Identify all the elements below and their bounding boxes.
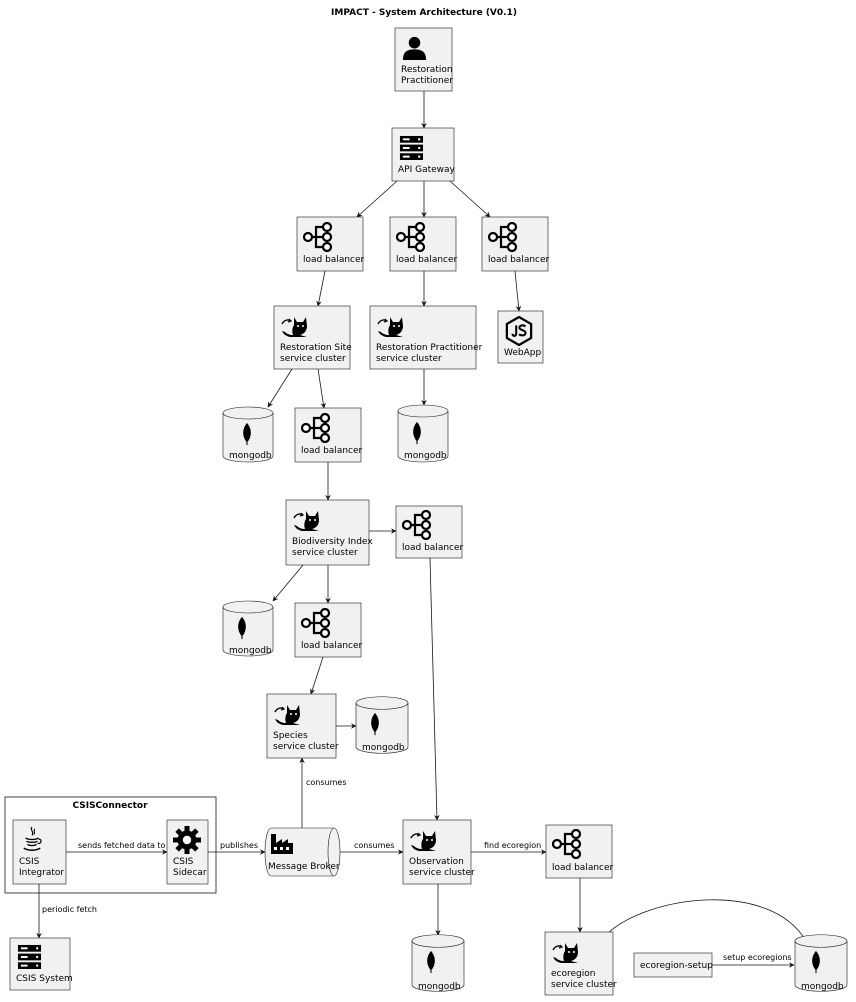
edge-lb3-to-webapp [514, 270, 522, 312]
node-label: mongodb [229, 451, 272, 461]
node-label: Observation [409, 857, 464, 867]
node-load-balancer-obs[interactable]: load balancer [545, 824, 614, 879]
node-label: Species [273, 731, 308, 741]
gear-icon [173, 826, 201, 854]
diagram-title: IMPACT - System Architecture (V0.1) [331, 8, 517, 18]
node-ecoregion-cluster[interactable]: ecoregion service cluster [544, 931, 617, 996]
node-label: Integrator [19, 868, 64, 878]
node-label: ecoregion [551, 969, 595, 979]
node-species-cluster[interactable]: Species service cluster [266, 693, 339, 759]
edge-lb1-to-site-cluster [316, 270, 326, 307]
csis-connector-label: CSISConnector [72, 801, 148, 811]
node-label: CSIS System [16, 974, 73, 984]
edge-gateway-to-lb1 [356, 180, 398, 218]
node-mongodb-bio[interactable]: mongodb [222, 600, 274, 657]
edge-label-consumes-species: consumes [306, 778, 346, 787]
node-restoration-site-cluster[interactable]: Restoration Site service cluster [273, 305, 352, 370]
edge-site-cluster-to-mongodb [267, 368, 293, 408]
node-label: service cluster [409, 868, 475, 878]
node-label: load balancer [488, 255, 550, 265]
edge-label-setup-ecoregions: setup ecoregions [723, 953, 792, 962]
node-label: Message Broker [268, 862, 340, 872]
node-mongodb-practitioner[interactable]: mongodb [397, 404, 449, 463]
node-mongodb-obs[interactable]: mongodb [411, 934, 465, 992]
node-label: CSIS [173, 857, 194, 867]
node-label: Restoration [401, 65, 453, 75]
edge-biodiversity-to-mongodb [272, 564, 304, 602]
node-load-balancer-bio-right[interactable]: load balancer [395, 505, 464, 559]
node-load-balancer-2[interactable]: load balancer [389, 216, 458, 272]
edge-ecoregion-to-mongodb [607, 899, 807, 942]
node-webapp[interactable]: WebApp [497, 310, 544, 364]
edge-gateway-to-lb3 [449, 180, 491, 218]
node-label: Sidecar [173, 868, 207, 878]
node-label: service cluster [273, 742, 339, 752]
node-load-balancer-3[interactable]: load balancer [481, 216, 550, 272]
node-label: Restoration Site [280, 343, 352, 353]
edge-lb-right-to-observation [429, 557, 440, 821]
node-restoration-practitioner-cluster[interactable]: Restoration Practitioner service cluster [369, 305, 483, 370]
node-csis-system[interactable]: CSIS System [9, 937, 73, 991]
node-label: load balancer [301, 641, 363, 651]
edge-site-cluster-to-lb-site [317, 368, 327, 409]
node-message-broker[interactable]: Message Broker [264, 827, 341, 877]
node-label: load balancer [301, 446, 363, 456]
node-label: mongodb [404, 451, 447, 461]
node-label: mongodb [418, 982, 461, 992]
server-icon [17, 944, 42, 969]
node-label: Practitioner [401, 76, 453, 86]
node-label: service cluster [376, 354, 442, 364]
node-label: load balancer [303, 255, 365, 265]
node-label: load balancer [402, 543, 464, 553]
csis-connector-group [4, 796, 217, 894]
node-label: mongodb [229, 646, 272, 656]
node-observation-cluster[interactable]: Observation service cluster [402, 819, 475, 885]
edge-label-periodic-fetch: periodic fetch [42, 905, 97, 914]
edge-label-consumes-obs: consumes [354, 841, 394, 850]
node-label: Restoration Practitioner [376, 343, 483, 353]
node-label: mongodb [801, 982, 844, 992]
node-load-balancer-bio[interactable]: load balancer [294, 602, 363, 658]
node-label: WebApp [504, 348, 541, 358]
node-label: ecoregion-setup [640, 961, 713, 971]
node-mongodb-eco[interactable]: mongodb [794, 934, 848, 992]
node-load-balancer-site[interactable]: load balancer [294, 407, 363, 463]
server-icon [399, 135, 424, 160]
node-restoration-practitioner[interactable]: Restoration Practitioner [394, 27, 453, 92]
node-mongodb-species[interactable]: mongodb [355, 696, 409, 754]
edge-label-find-ecoregion: find ecoregion [484, 841, 541, 850]
edge-label-sends-fetched: sends fetched data to [78, 841, 166, 850]
node-label: mongodb [362, 743, 405, 753]
node-label: service cluster [551, 980, 617, 990]
node-label: API Gateway [398, 165, 456, 175]
node-csis-integrator[interactable]: CSIS Integrator [12, 819, 67, 885]
node-api-gateway[interactable]: API Gateway [391, 127, 456, 182]
node-label: load balancer [396, 255, 458, 265]
edge-label-publishes: publishes [220, 841, 258, 850]
node-label: service cluster [280, 354, 346, 364]
node-label: CSIS [19, 857, 40, 867]
node-label: Biodiversity Index [292, 537, 373, 547]
node-load-balancer-1[interactable]: load balancer [296, 216, 365, 272]
node-csis-sidecar[interactable]: CSIS Sidecar [166, 819, 209, 885]
node-label: load balancer [552, 863, 614, 873]
node-mongodb-site[interactable]: mongodb [222, 406, 274, 463]
edges [36, 91, 807, 968]
node-ecoregion-setup[interactable]: ecoregion-setup [633, 952, 713, 978]
node-label: service cluster [292, 548, 358, 558]
edge-lb-bio-to-species [309, 656, 324, 695]
node-biodiversity-cluster[interactable]: Biodiversity Index service cluster [285, 499, 373, 566]
